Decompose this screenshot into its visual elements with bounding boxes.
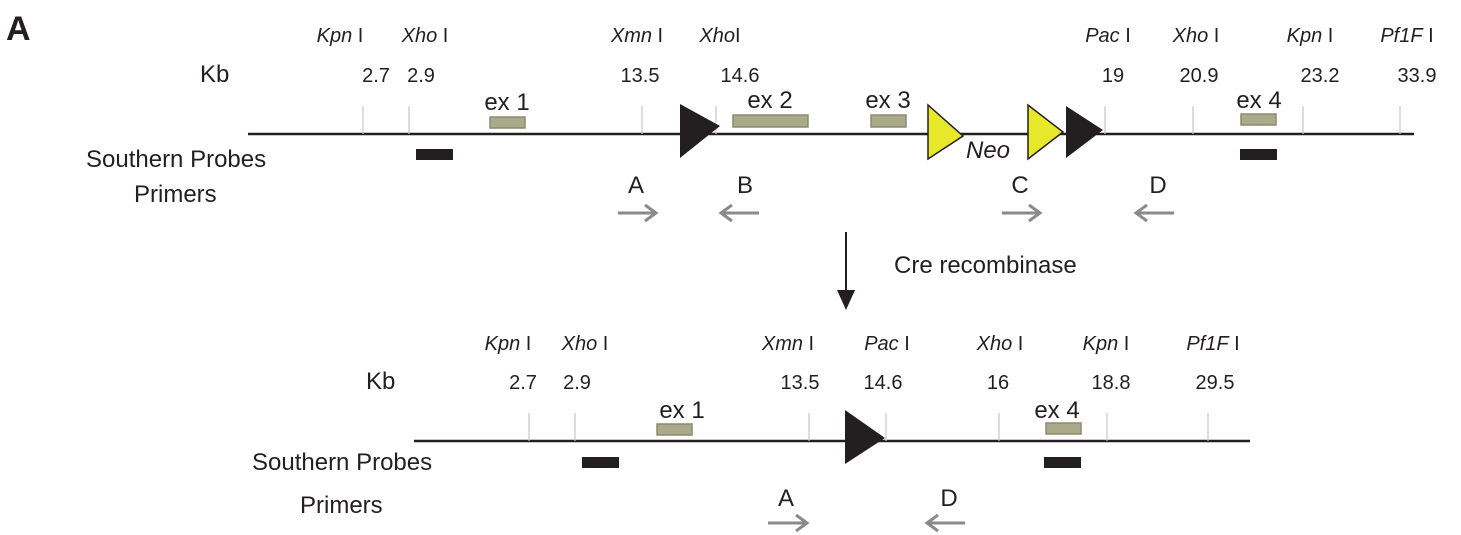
top-site-kb: 23.2 bbox=[1301, 65, 1340, 87]
bottom-exon-4 bbox=[1045, 422, 1082, 435]
top-loxp-2 bbox=[1066, 106, 1103, 158]
top-kb-label: Kb bbox=[200, 61, 229, 88]
top-site-name: Pac I bbox=[1085, 25, 1131, 47]
top-exon-3 bbox=[870, 114, 907, 128]
top-primer-D-label: D bbox=[1149, 172, 1166, 199]
bottom-site-kb: 13.5 bbox=[781, 372, 820, 394]
bottom-primer-A-label: A bbox=[778, 485, 794, 512]
top-primer-A-arrow bbox=[618, 203, 659, 223]
bottom-site-kb: 16 bbox=[987, 372, 1009, 394]
top-frt-2 bbox=[1027, 103, 1065, 161]
top-site-kb: 19 bbox=[1102, 65, 1124, 87]
top-probe-5prime bbox=[416, 149, 453, 160]
bottom-site-kb: 14.6 bbox=[864, 372, 903, 394]
top-site-kb: 20.9 bbox=[1180, 65, 1219, 87]
top-primer-C-label: C bbox=[1011, 172, 1028, 199]
top-exon-1 bbox=[489, 116, 526, 129]
bottom-primers-label: Primers bbox=[300, 492, 383, 519]
bottom-site-ticks bbox=[528, 413, 1209, 441]
bottom-site-name: Pf1F I bbox=[1186, 333, 1239, 355]
top-primer-D-arrow bbox=[1133, 203, 1174, 223]
top-exon-2 bbox=[732, 114, 809, 128]
top-exon-4 bbox=[1240, 113, 1277, 126]
bottom-exon-1-label: ex 1 bbox=[659, 397, 704, 424]
top-site-kb: 2.9 bbox=[407, 65, 435, 87]
bottom-probe-3prime bbox=[1044, 457, 1081, 468]
top-exon-1-label: ex 1 bbox=[484, 89, 529, 116]
top-probes-label: Southern Probes bbox=[86, 146, 266, 173]
neo-label: Neo bbox=[966, 137, 1010, 164]
top-site-kb: 2.7 bbox=[362, 65, 390, 87]
bottom-site-name: Xho I bbox=[561, 333, 609, 355]
top-primer-B-arrow bbox=[718, 203, 759, 223]
bottom-probe-5prime bbox=[582, 457, 619, 468]
top-loxp-1 bbox=[680, 104, 720, 158]
bottom-site-name: Pac I bbox=[864, 333, 910, 355]
bottom-site-kb: 29.5 bbox=[1196, 372, 1235, 394]
top-frt-1 bbox=[927, 103, 965, 161]
top-site-ticks bbox=[362, 106, 1401, 134]
bottom-primer-D-arrow bbox=[924, 513, 965, 533]
bottom-site-kb: 2.9 bbox=[563, 372, 591, 394]
top-site-name: Kpn I bbox=[1287, 25, 1334, 47]
cre-label: Cre recombinase bbox=[894, 252, 1077, 279]
top-site-name: Pf1F I bbox=[1380, 25, 1433, 47]
top-primer-A-label: A bbox=[628, 172, 644, 199]
top-site-name: XhoI bbox=[698, 25, 740, 47]
bottom-primer-D-label: D bbox=[940, 485, 957, 512]
top-site-name: Xho I bbox=[1172, 25, 1220, 47]
bottom-loxp bbox=[845, 410, 885, 464]
top-exon-4-label: ex 4 bbox=[1236, 87, 1281, 114]
bottom-exon-1 bbox=[656, 423, 693, 436]
top-primer-B-label: B bbox=[737, 172, 753, 199]
top-exon-2-label: ex 2 bbox=[747, 87, 792, 114]
top-site-kb: 33.9 bbox=[1398, 65, 1437, 87]
bottom-site-name: Xmn I bbox=[761, 333, 814, 355]
bottom-site-kb: 2.7 bbox=[509, 372, 537, 394]
top-site-name: Kpn I bbox=[317, 25, 364, 47]
bottom-site-name: Xho I bbox=[976, 333, 1024, 355]
bottom-primer-arrows bbox=[768, 513, 965, 533]
bottom-probes-label: Southern Probes bbox=[252, 449, 432, 476]
bottom-exon-4-label: ex 4 bbox=[1034, 397, 1079, 424]
top-site-name: Xmn I bbox=[610, 25, 663, 47]
bottom-kb-label: Kb bbox=[366, 368, 395, 395]
panel-label: A bbox=[6, 10, 31, 48]
bottom-site-name: Kpn I bbox=[485, 333, 532, 355]
bottom-site-kb: 18.8 bbox=[1092, 372, 1131, 394]
cre-arrow bbox=[837, 232, 855, 310]
bottom-primer-A-arrow bbox=[768, 513, 810, 533]
top-exon-3-label: ex 3 bbox=[865, 87, 910, 114]
top-site-name: Xho I bbox=[401, 25, 449, 47]
top-site-kb: 13.5 bbox=[621, 65, 660, 87]
bottom-site-name: Kpn I bbox=[1083, 333, 1130, 355]
top-primer-arrows bbox=[618, 203, 1174, 223]
top-site-kb: 14.6 bbox=[721, 65, 760, 87]
top-primers-label: Primers bbox=[134, 181, 217, 208]
top-probe-3prime bbox=[1240, 149, 1277, 160]
top-primer-C-arrow bbox=[1002, 203, 1043, 223]
